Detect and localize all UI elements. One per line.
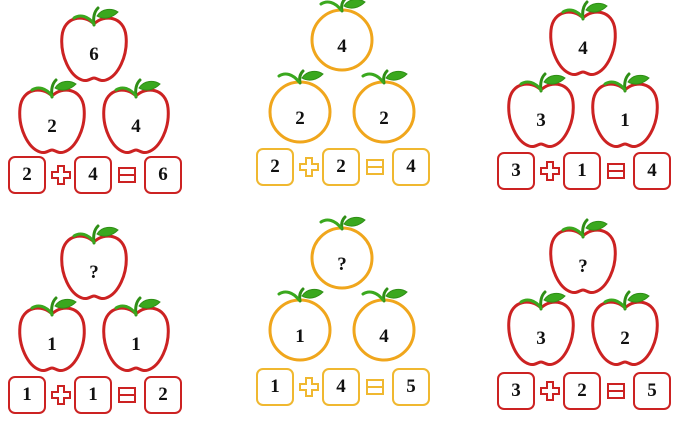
apple-top-fruit: ? — [58, 224, 130, 302]
fruit-number: 4 — [379, 326, 389, 347]
apple-right-fruit: 4 — [100, 78, 172, 156]
orange-icon — [310, 0, 374, 72]
fruit-number: 1 — [620, 110, 630, 131]
plus-icon — [50, 164, 72, 186]
orange-icon — [268, 69, 332, 144]
apple-icon — [549, 0, 617, 77]
number-bond-group: 6 2 4 — [8, 6, 198, 206]
fruit-number: ? — [89, 262, 99, 283]
number-bond-group: ? 1 1 — [8, 224, 198, 424]
apple-left-fruit: 3 — [505, 290, 577, 368]
equation-row: 3 2 5 — [497, 372, 677, 412]
addend-b-box: 2 — [322, 148, 360, 186]
apple-left-fruit: 2 — [16, 78, 88, 156]
equals-icon — [364, 376, 386, 398]
fruit-number: ? — [578, 256, 588, 277]
apple-icon — [18, 296, 86, 373]
number-bond-group: ? 1 4 — [256, 215, 446, 416]
apple-right-fruit: 2 — [589, 290, 661, 368]
addend-a-box: 3 — [497, 152, 535, 190]
apple-icon — [102, 78, 170, 155]
apple-left-fruit: 1 — [16, 296, 88, 374]
apple-right-fruit: 1 — [589, 72, 661, 150]
apple-left-fruit: 3 — [505, 72, 577, 150]
plus-icon — [539, 380, 561, 402]
addend-b-box: 1 — [74, 376, 112, 414]
orange-icon — [268, 287, 332, 362]
fruit-number: 2 — [620, 328, 630, 349]
fruit-number: 6 — [89, 44, 99, 65]
equals-icon — [116, 164, 138, 186]
equals-icon — [364, 156, 386, 178]
number-bond-group: 4 2 2 — [256, 0, 446, 198]
addend-a-box: 1 — [8, 376, 46, 414]
plus-icon — [298, 376, 320, 398]
equation-row: 2 4 6 — [8, 156, 188, 196]
sum-box: 4 — [392, 148, 430, 186]
fruit-number: 1 — [295, 326, 305, 347]
addend-a-box: 3 — [497, 372, 535, 410]
equation-row: 1 1 2 — [8, 376, 188, 416]
plus-icon — [539, 160, 561, 182]
fruit-number: 1 — [47, 334, 57, 355]
addend-b-box: 4 — [74, 156, 112, 194]
apple-icon — [18, 78, 86, 155]
apple-right-fruit: 1 — [100, 296, 172, 374]
apple-top-fruit: 6 — [58, 6, 130, 84]
sum-box: 2 — [144, 376, 182, 414]
sum-box: 5 — [633, 372, 671, 410]
apple-top-fruit: 4 — [547, 0, 619, 78]
apple-icon — [507, 290, 575, 367]
fruit-number: 2 — [47, 116, 57, 137]
fruit-number: 4 — [578, 38, 588, 59]
apple-icon — [591, 290, 659, 367]
addend-a-box: 2 — [256, 148, 294, 186]
fruit-number: 3 — [536, 328, 546, 349]
apple-icon — [60, 224, 128, 301]
orange-top-fruit: ? — [306, 215, 378, 294]
fruit-number: 2 — [295, 108, 305, 129]
fruit-number: 1 — [131, 334, 141, 355]
orange-right-fruit: 4 — [348, 287, 420, 366]
fruit-number: 3 — [536, 110, 546, 131]
addend-a-box: 1 — [256, 368, 294, 406]
sum-box: 5 — [392, 368, 430, 406]
orange-icon — [352, 69, 416, 144]
orange-right-fruit: 2 — [348, 69, 420, 148]
addend-b-box: 2 — [563, 372, 601, 410]
equation-row: 2 2 4 — [256, 148, 436, 188]
orange-icon — [352, 287, 416, 362]
orange-icon — [310, 215, 374, 290]
apple-icon — [60, 6, 128, 83]
apple-icon — [549, 218, 617, 295]
equation-row: 3 1 4 — [497, 152, 677, 192]
fruit-number: 4 — [131, 116, 141, 137]
orange-top-fruit: 4 — [306, 0, 378, 76]
addend-b-box: 1 — [563, 152, 601, 190]
plus-icon — [50, 384, 72, 406]
apple-icon — [102, 296, 170, 373]
number-bond-group: ? 3 2 — [497, 218, 687, 418]
apple-icon — [507, 72, 575, 149]
addend-b-box: 4 — [322, 368, 360, 406]
fruit-number: 2 — [379, 108, 389, 129]
sum-box: 4 — [633, 152, 671, 190]
sum-box: 6 — [144, 156, 182, 194]
addend-a-box: 2 — [8, 156, 46, 194]
equation-row: 1 4 5 — [256, 368, 436, 408]
orange-left-fruit: 2 — [264, 69, 336, 148]
number-bond-group: 4 3 1 — [497, 0, 687, 200]
plus-icon — [298, 156, 320, 178]
equals-icon — [605, 160, 627, 182]
orange-left-fruit: 1 — [264, 287, 336, 366]
fruit-number: ? — [337, 254, 347, 275]
fruit-number: 4 — [337, 36, 347, 57]
equals-icon — [605, 380, 627, 402]
apple-icon — [591, 72, 659, 149]
equals-icon — [116, 384, 138, 406]
apple-top-fruit: ? — [547, 218, 619, 296]
